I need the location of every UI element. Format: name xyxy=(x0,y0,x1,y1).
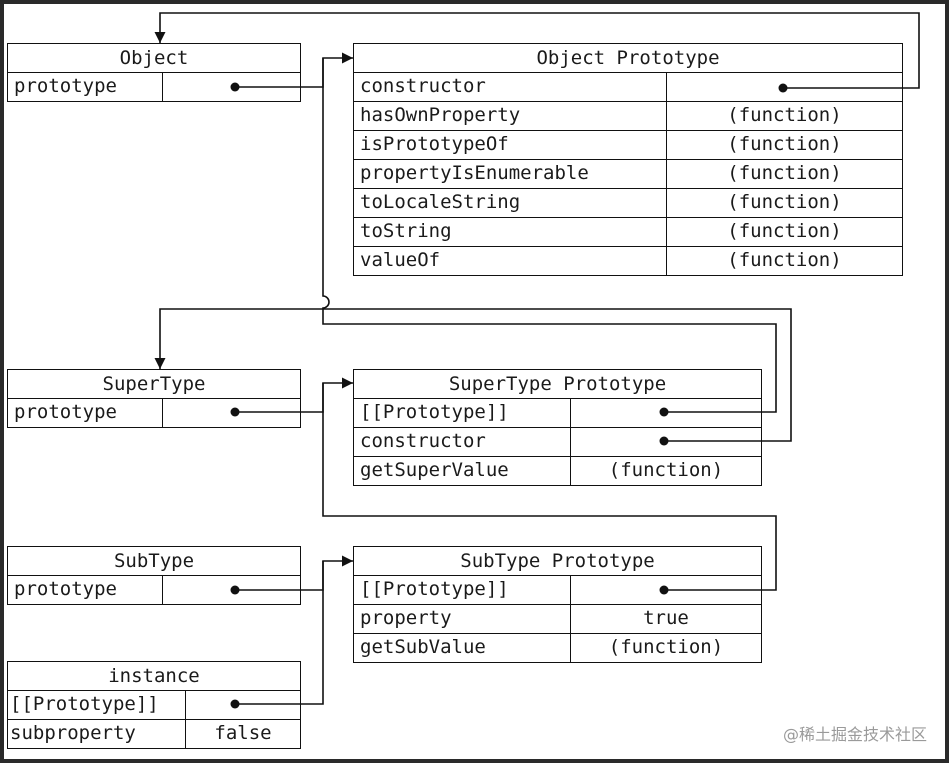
supertype-prototype-row-prototype-link: [[Prototype]] xyxy=(354,399,761,428)
object-prototype-row-valueof: valueOf (function) xyxy=(354,247,902,276)
pointer-dot-object-prototype xyxy=(230,82,240,92)
object-prototype-title: Object Prototype xyxy=(354,44,902,73)
watermark-text: @稀土掘金技术社区 xyxy=(782,725,927,744)
subtype-prototype-key-prototype-link: [[Prototype]] xyxy=(354,576,571,604)
subtype-prototype-value-getsubvalue: (function) xyxy=(608,636,724,658)
pointer-dot-supertype-prototype xyxy=(230,407,240,417)
arrow-supertype-to-supertype-prototype xyxy=(235,377,353,413)
supertype-row-prototype: prototype xyxy=(8,399,300,428)
object-prototype-box: Object Prototype constructor hasOwnPrope… xyxy=(353,43,903,276)
object-prototype-value-tolocalestring: (function) xyxy=(727,191,842,213)
instance-value-subproperty: false xyxy=(214,722,272,744)
subtype-prototype-value-property: true xyxy=(643,607,689,629)
arrow-constructor-to-object xyxy=(154,12,920,89)
object-prototype-row-propertyisenumerable: propertyIsEnumerable (function) xyxy=(354,160,902,189)
object-prototype-value-isprototypeof: (function) xyxy=(727,133,842,155)
object-prototype-value-hasownproperty: (function) xyxy=(727,104,842,126)
pointer-dot-supertype-constructor xyxy=(659,436,669,446)
supertype-prototype-value-getsupervalue: (function) xyxy=(608,459,724,481)
pointer-dot-object-prototype-constructor xyxy=(778,83,788,93)
supertype-prototype-key-getsupervalue: getSuperValue xyxy=(354,457,571,486)
instance-title: instance xyxy=(8,662,300,691)
object-prototype-key-valueof: valueOf xyxy=(354,247,667,276)
object-prototype-value-tostring: (function) xyxy=(727,220,842,242)
arrow-subtype-prototype-to-supertype-prototype xyxy=(322,383,777,591)
object-prototype-value-valueof: (function) xyxy=(727,249,842,271)
object-prototype-row-hasownproperty: hasOwnProperty (function) xyxy=(354,102,902,131)
pointer-dot-supertype-prototype-link xyxy=(659,407,669,417)
arrow-object-to-object-prototype xyxy=(235,52,353,88)
subtype-prototype-row-property: property true xyxy=(354,605,761,634)
object-prototype-row-tostring: toString (function) xyxy=(354,218,902,247)
instance-key-prototype-link: [[Prototype]] xyxy=(8,691,186,719)
subtype-prototype-title: SubType Prototype xyxy=(354,547,761,576)
object-box: Object prototype xyxy=(7,43,301,102)
instance-row-subproperty: subproperty false xyxy=(8,720,300,749)
subtype-prototype-box: SubType Prototype [[Prototype]] property… xyxy=(353,546,762,663)
supertype-prototype-row-getsupervalue: getSuperValue (function) xyxy=(354,457,761,486)
object-prototype-key-tolocalestring: toLocaleString xyxy=(354,189,667,217)
subtype-box: SubType prototype xyxy=(7,546,301,605)
arrow-supertype-prototype-to-object-prototype xyxy=(322,58,777,413)
supertype-box: SuperType prototype xyxy=(7,369,301,428)
object-prototype-key-constructor: constructor xyxy=(354,73,667,101)
subtype-prototype-row-getsubvalue: getSubValue (function) xyxy=(354,634,761,663)
supertype-title: SuperType xyxy=(8,370,300,399)
subtype-prototype-key-property: property xyxy=(354,605,571,633)
pointer-dot-instance-prototype-link xyxy=(230,699,240,709)
arrow-subtype-to-subtype-prototype xyxy=(235,555,353,591)
supertype-prototype-row-constructor: constructor xyxy=(354,428,761,457)
subtype-key-prototype: prototype xyxy=(8,576,163,605)
supertype-prototype-title: SuperType Prototype xyxy=(354,370,761,399)
subtype-prototype-key-getsubvalue: getSubValue xyxy=(354,634,571,663)
pointer-dot-subtype-prototype xyxy=(230,585,240,595)
pointer-dot-subtype-prototype-link xyxy=(659,585,669,595)
object-row-prototype: prototype xyxy=(8,73,300,102)
supertype-key-prototype: prototype xyxy=(8,399,163,428)
instance-key-subproperty: subproperty xyxy=(8,720,186,749)
arrow-supertype-constructor-to-supertype xyxy=(154,308,792,442)
arrow-instance-to-subtype-prototype xyxy=(235,561,324,705)
object-key-prototype: prototype xyxy=(8,73,163,102)
instance-box: instance [[Prototype]] subproperty false xyxy=(7,661,301,749)
supertype-prototype-box: SuperType Prototype [[Prototype]] constr… xyxy=(353,369,762,486)
object-prototype-row-isprototypeof: isPrototypeOf (function) xyxy=(354,131,902,160)
object-prototype-key-isprototypeof: isPrototypeOf xyxy=(354,131,667,159)
object-prototype-value-propertyisenumerable: (function) xyxy=(727,162,842,184)
supertype-prototype-key-prototype-link: [[Prototype]] xyxy=(354,399,571,427)
object-prototype-key-hasownproperty: hasOwnProperty xyxy=(354,102,667,130)
supertype-prototype-key-constructor: constructor xyxy=(354,428,571,456)
subtype-title: SubType xyxy=(8,547,300,576)
object-title: Object xyxy=(8,44,300,73)
object-prototype-key-propertyisenumerable: propertyIsEnumerable xyxy=(354,160,667,188)
object-prototype-row-constructor: constructor xyxy=(354,73,902,102)
subtype-prototype-row-prototype-link: [[Prototype]] xyxy=(354,576,761,605)
instance-row-prototype-link: [[Prototype]] xyxy=(8,691,300,720)
object-prototype-key-tostring: toString xyxy=(354,218,667,246)
object-prototype-row-tolocalestring: toLocaleString (function) xyxy=(354,189,902,218)
subtype-row-prototype: prototype xyxy=(8,576,300,605)
